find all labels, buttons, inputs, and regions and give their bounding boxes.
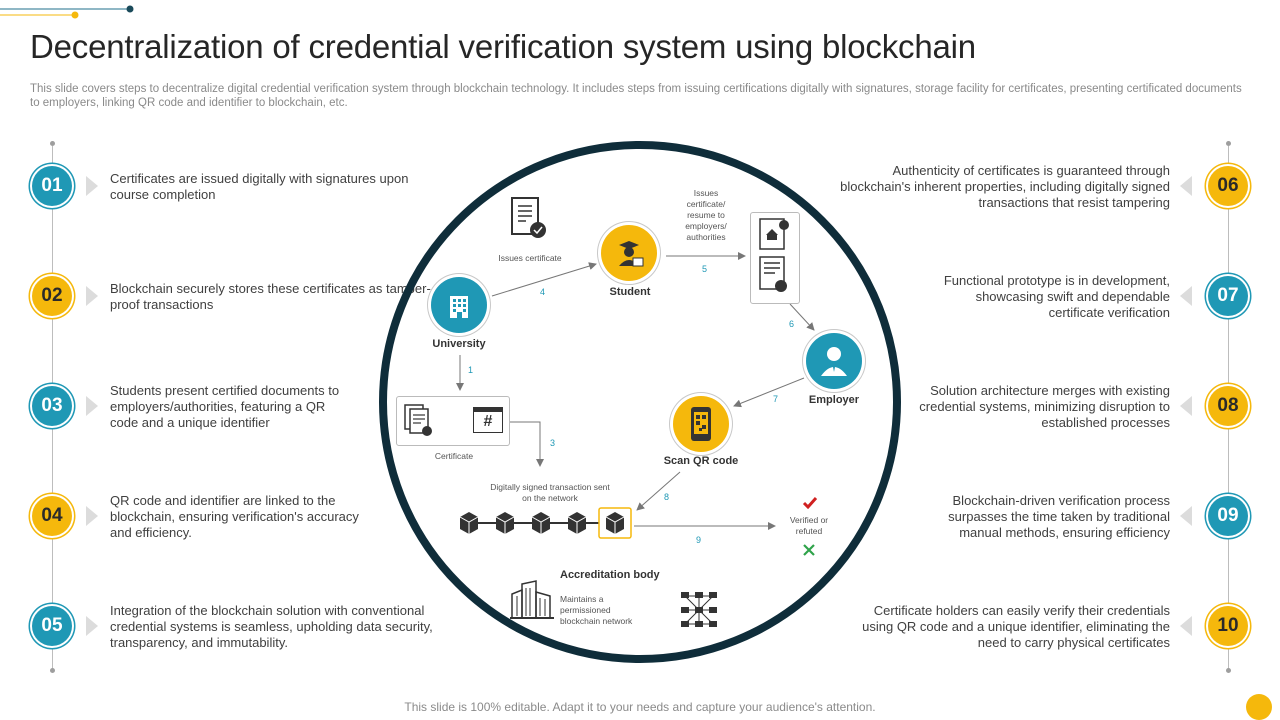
chevron-right-icon bbox=[86, 176, 98, 196]
step-number-06: 06 bbox=[1208, 166, 1248, 206]
network-icon bbox=[681, 592, 717, 627]
scan-qr-label: Scan QR code bbox=[663, 455, 739, 467]
chevron-left-icon bbox=[1180, 506, 1192, 526]
step-text-05: Integration of the blockchain solution w… bbox=[110, 603, 433, 650]
employer-label: Employer bbox=[808, 394, 860, 406]
university-label: University bbox=[432, 338, 486, 350]
step-number-09: 09 bbox=[1208, 496, 1248, 536]
step-text-03: Students present certified documents to … bbox=[110, 383, 340, 430]
step-number-04: 04 bbox=[32, 496, 72, 536]
cube-icon bbox=[459, 512, 479, 534]
person-icon bbox=[821, 347, 847, 376]
step-number-01: 01 bbox=[32, 166, 72, 206]
blockchain bbox=[459, 507, 632, 539]
check-icon bbox=[802, 497, 818, 510]
chevron-left-icon bbox=[1180, 616, 1192, 636]
certificate-icon bbox=[759, 218, 789, 292]
building-icon bbox=[450, 296, 468, 318]
documents-box bbox=[750, 212, 800, 304]
certificate-label: Certificate bbox=[434, 451, 474, 461]
signed-transaction-label: Digitally signed transaction sent on the… bbox=[490, 482, 610, 503]
cube-icon bbox=[567, 512, 587, 534]
arrow-3 bbox=[510, 421, 544, 467]
chevron-right-icon bbox=[86, 286, 98, 306]
arrow-7 bbox=[733, 377, 805, 408]
certificate-icon bbox=[404, 404, 432, 436]
cube-icon bbox=[531, 512, 551, 534]
arrow-8 bbox=[636, 471, 681, 511]
hash-symbol: # bbox=[483, 413, 493, 430]
arrow-6 bbox=[789, 303, 815, 331]
chevron-left-icon bbox=[1180, 176, 1192, 196]
scan-qr-node bbox=[673, 396, 729, 452]
step-number-10: 10 bbox=[1208, 606, 1248, 646]
flow-step-6: 6 bbox=[789, 319, 795, 329]
verified-label: Verified or refuted bbox=[789, 515, 829, 536]
timeline-dot-bottom-right bbox=[1226, 668, 1231, 673]
issues-certificate-label: Issues certificate bbox=[498, 253, 562, 263]
employer-node bbox=[806, 333, 862, 389]
step-text-02: Blockchain securely stores these certifi… bbox=[110, 281, 431, 312]
chevron-right-icon bbox=[86, 616, 98, 636]
step-text-01: Certificates are issued digitally with s… bbox=[110, 171, 409, 202]
timeline-dot-bottom-left bbox=[50, 668, 55, 673]
cross-icon bbox=[803, 544, 815, 556]
chevron-right-icon bbox=[86, 506, 98, 526]
student-node bbox=[601, 225, 657, 281]
cube-icon bbox=[605, 512, 625, 534]
top-decoration bbox=[0, 0, 140, 20]
step-number-07: 07 bbox=[1208, 276, 1248, 316]
corner-dot bbox=[1246, 694, 1272, 720]
chevron-right-icon bbox=[86, 396, 98, 416]
arrow-4 bbox=[491, 262, 597, 297]
diagram-ring bbox=[379, 141, 901, 663]
step-text-04: QR code and identifier are linked to the… bbox=[110, 493, 359, 540]
flow-step-1: 1 bbox=[468, 365, 474, 375]
step-number-02: 02 bbox=[32, 276, 72, 316]
chevron-left-icon bbox=[1180, 396, 1192, 416]
flow-step-8: 8 bbox=[664, 492, 670, 502]
step-text-07: Functional prototype is in development, … bbox=[943, 273, 1170, 320]
accreditation-label: Accreditation body bbox=[560, 569, 660, 581]
university-node bbox=[431, 277, 487, 333]
footer-note: This slide is 100% editable. Adapt it to… bbox=[404, 700, 876, 714]
graduate-icon bbox=[619, 241, 644, 267]
flow-step-7: 7 bbox=[773, 394, 779, 404]
cube-icon bbox=[495, 512, 515, 534]
flow-step-5: 5 bbox=[702, 264, 708, 274]
certificate-icon bbox=[510, 196, 550, 246]
timeline-dot-top-right bbox=[1226, 141, 1231, 146]
flow-step-4: 4 bbox=[540, 287, 546, 297]
step-text-08: Solution architecture merges with existi… bbox=[919, 383, 1170, 430]
step-text-06: Authenticity of certificates is guarante… bbox=[840, 163, 1170, 210]
step-text-09: Blockchain-driven verification process s… bbox=[948, 493, 1170, 540]
certificate-hash-box: # bbox=[396, 396, 510, 446]
step-number-03: 03 bbox=[32, 386, 72, 426]
phone-qr-icon bbox=[691, 407, 711, 441]
step-number-05: 05 bbox=[32, 606, 72, 646]
hash-window: # bbox=[473, 407, 503, 433]
maintains-network-label: Maintains a permissioned blockchain netw… bbox=[560, 594, 633, 626]
flow-step-9: 9 bbox=[696, 535, 702, 545]
chevron-left-icon bbox=[1180, 286, 1192, 306]
issues-to-employers-label: Issues certificate/ resume to employers/… bbox=[685, 188, 727, 242]
student-label: Student bbox=[609, 286, 651, 298]
step-text-10: Certificate holders can easily verify th… bbox=[862, 603, 1170, 650]
flow-step-3: 3 bbox=[550, 438, 556, 448]
office-building-icon bbox=[510, 580, 554, 619]
page-title: Decentralization of credential verificat… bbox=[30, 28, 976, 65]
page-subtitle: This slide covers steps to decentralize … bbox=[30, 83, 1242, 109]
step-number-08: 08 bbox=[1208, 386, 1248, 426]
timeline-dot-top-left bbox=[50, 141, 55, 146]
